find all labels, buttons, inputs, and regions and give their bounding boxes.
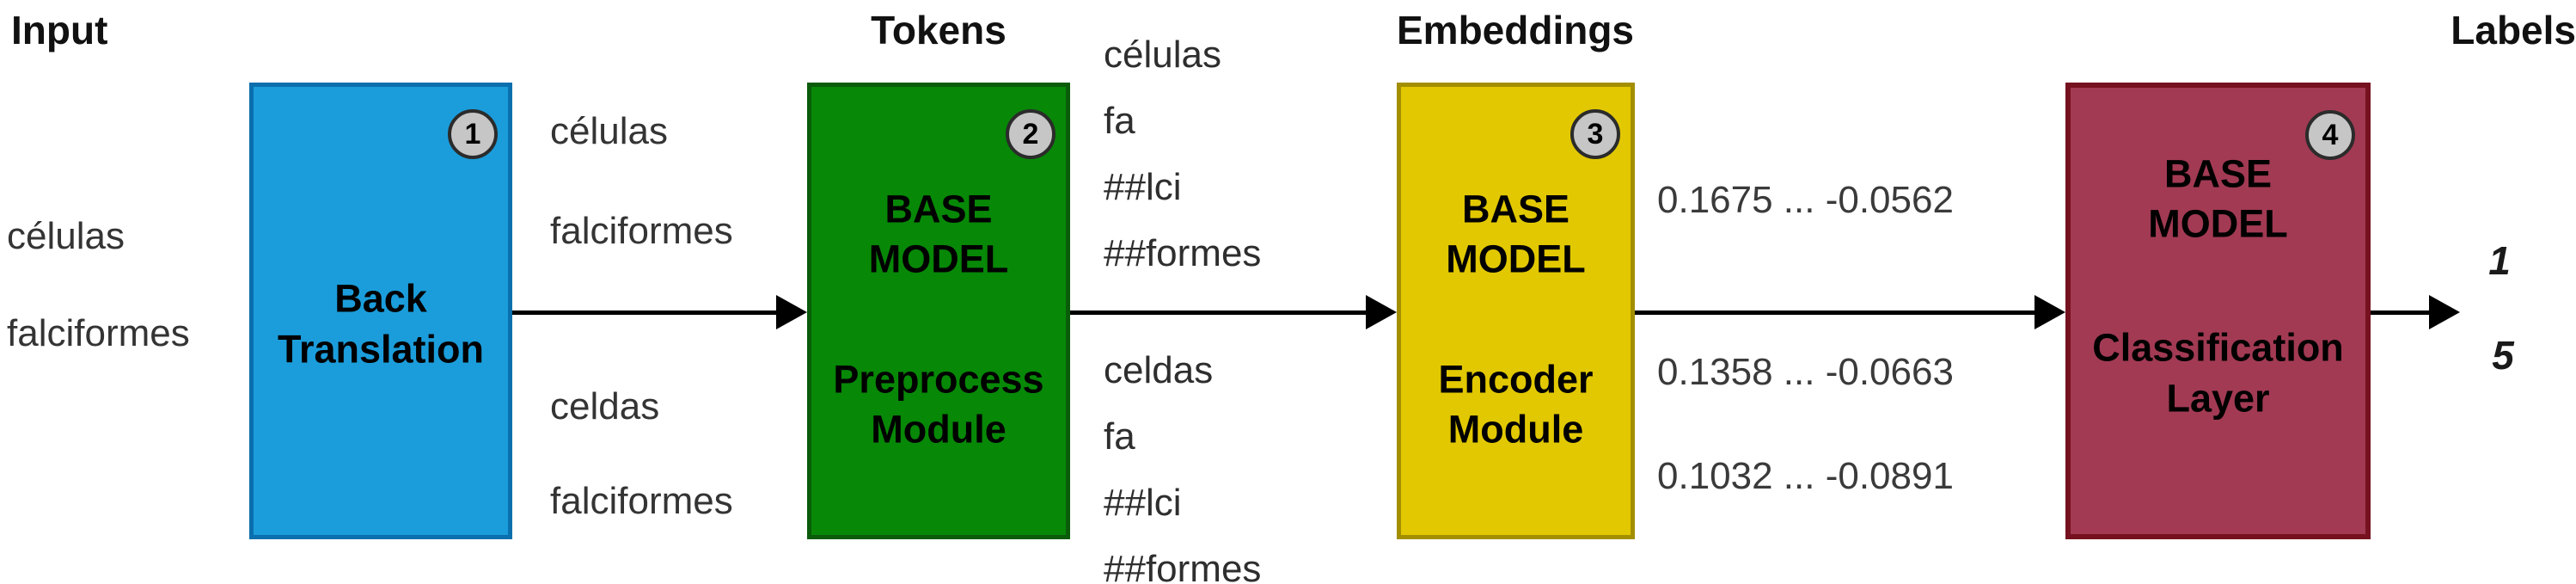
header-tokens: Tokens bbox=[871, 8, 1007, 52]
token: celdas bbox=[1104, 349, 1214, 391]
bt-bottom-word-1: celdas bbox=[550, 385, 660, 427]
encoder-model-label: BASE MODEL bbox=[1446, 187, 1586, 281]
bt-top-word-2: falciformes bbox=[550, 210, 733, 252]
preprocess-model-label: BASE MODEL bbox=[868, 187, 1009, 281]
output-label-1: 1 bbox=[2488, 238, 2511, 283]
arrow-2-head bbox=[1366, 295, 1397, 329]
classification-model-label: BASE MODEL bbox=[2148, 151, 2288, 246]
preprocess-module-box: 2 BASE MODEL Preprocess Module bbox=[807, 83, 1070, 539]
arrow-3-line bbox=[1635, 310, 2036, 315]
arrow-4-line bbox=[2371, 310, 2431, 315]
token: fa bbox=[1104, 100, 1135, 142]
classification-layer-label: Classification Layer bbox=[2092, 325, 2344, 421]
header-embeddings: Embeddings bbox=[1396, 8, 1635, 52]
arrow-1-line bbox=[512, 310, 778, 315]
arrow-4-head bbox=[2429, 295, 2460, 329]
embedding-row-3: 0.1032 ... -0.0891 bbox=[1657, 455, 1954, 497]
token: células bbox=[1104, 34, 1221, 76]
token: fa bbox=[1104, 415, 1135, 458]
bt-top-word-1: células bbox=[550, 110, 668, 152]
output-label-5: 5 bbox=[2492, 333, 2514, 378]
arrow-1-head bbox=[776, 295, 807, 329]
step-1-badge: 1 bbox=[448, 109, 498, 159]
token: ##formes bbox=[1104, 232, 1262, 274]
back-translation-box: 1 Back Translation bbox=[249, 83, 512, 539]
arrow-2-line bbox=[1070, 310, 1368, 315]
header-input: Input bbox=[11, 8, 108, 52]
token-stack-bottom: celdas fa ##lci ##formes bbox=[1104, 337, 1261, 584]
back-translation-label: Back Translation bbox=[277, 276, 485, 372]
classification-layer-box: 4 BASE MODEL Classification Layer bbox=[2065, 83, 2371, 539]
step-4-badge: 4 bbox=[2305, 110, 2355, 160]
preprocess-module-label: Preprocess Module bbox=[833, 357, 1044, 452]
arrow-3-head bbox=[2034, 295, 2065, 329]
token: ##lci bbox=[1104, 166, 1182, 208]
embedding-row-2: 0.1358 ... -0.0663 bbox=[1657, 351, 1954, 393]
encoder-module-box: 3 BASE MODEL Encoder Module bbox=[1397, 83, 1635, 539]
bt-bottom-word-2: falciformes bbox=[550, 480, 733, 522]
input-word-2: falciformes bbox=[7, 312, 190, 354]
token: ##lci bbox=[1104, 482, 1182, 524]
input-word-1: células bbox=[7, 215, 125, 257]
token-stack-top: células fa ##lci ##formes bbox=[1104, 22, 1261, 286]
embedding-row-1: 0.1675 ... -0.0562 bbox=[1657, 179, 1954, 221]
header-labels: Labels bbox=[2451, 8, 2576, 52]
encoder-module-label: Encoder Module bbox=[1438, 357, 1594, 452]
step-2-badge: 2 bbox=[1006, 109, 1055, 159]
token: ##formes bbox=[1104, 548, 1262, 584]
step-3-badge: 3 bbox=[1570, 109, 1620, 159]
